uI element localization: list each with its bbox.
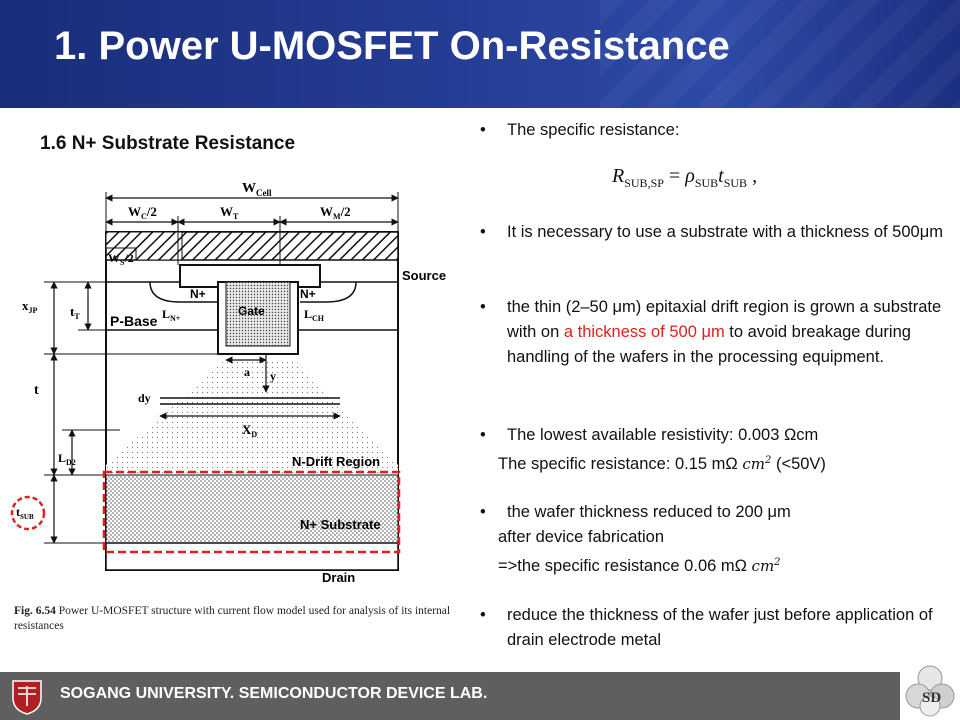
lab-logo-icon: SD	[905, 665, 955, 717]
bullet-dot: •	[480, 121, 486, 139]
substrate-highlight-box	[102, 470, 401, 554]
bullet-dot: •	[480, 503, 486, 521]
tsub-highlight-circle	[10, 495, 46, 531]
wt-label: WT	[220, 204, 239, 221]
after-fabrication-line: after device fabrication	[498, 528, 665, 546]
ln-plus-label: LN+	[162, 307, 181, 323]
gate-label: Gate	[238, 304, 265, 318]
n-substrate-label: N+ Substrate	[300, 517, 381, 532]
dy-label: dy	[138, 391, 151, 405]
bullet-text: the wafer thickness reduced to 200 μm	[507, 503, 791, 521]
highlight-text: a thickness of 500 μm	[563, 323, 725, 341]
bullet-text: The lowest available resistivity: 0.003 …	[507, 426, 819, 444]
n-substrate-region	[105, 474, 399, 544]
tt-label: tT	[70, 304, 80, 321]
lab-logo-text: SD	[922, 690, 941, 706]
t-label: t	[34, 383, 39, 398]
title-bar-pattern	[600, 0, 960, 108]
unit-cm2: cm2	[742, 455, 772, 473]
source-metal-step	[105, 231, 183, 261]
tsub-label: tSUB	[16, 505, 34, 521]
footer-lab-name: SOGANG UNIVERSITY. SEMICONDUCTOR DEVICE …	[60, 685, 488, 702]
figure-caption: Fig. 6.54 Power U-MOSFET structure with …	[14, 604, 464, 634]
ld2-label: LD2	[58, 451, 76, 467]
p-base-label: P-Base	[110, 313, 158, 329]
substrate-resistance-equation: RSUB,SP = ρSUBtSUB ,	[612, 165, 758, 190]
wc-half-label: WC/2	[128, 204, 157, 221]
y-label: y	[270, 369, 276, 383]
ws-half-label: WS/2	[108, 251, 134, 267]
drain-metal	[105, 542, 399, 571]
a-label: a	[244, 365, 250, 379]
bullet-dot: •	[480, 426, 486, 444]
n-plus-left-label: N+	[190, 287, 206, 301]
unit-cm2: cm2	[751, 557, 781, 575]
university-crest-icon	[12, 680, 42, 715]
umosfet-structure-figure: WCell WC/2 WT WM/2 WS/2 Source N+ N+ Gat…	[10, 181, 446, 585]
bullet-text: the thin (2–50 μm) epitaxial drift regio…	[507, 298, 942, 366]
slide-title: 1. Power U-MOSFET On-Resistance	[54, 24, 730, 68]
bullet-text: reduce the thickness of the wafer just b…	[507, 606, 933, 649]
gate-poly	[225, 281, 291, 347]
xjp-label: xJP	[22, 298, 38, 315]
source-label: Source	[402, 268, 446, 283]
bullet-dot: •	[480, 606, 486, 624]
figure-caption-text: Power U-MOSFET structure with current fl…	[14, 605, 451, 632]
section-heading: 1.6 N+ Substrate Resistance	[40, 133, 296, 154]
drain-label: Drain	[322, 570, 355, 585]
figure-caption-number: Fig. 6.54	[14, 605, 56, 617]
wm-half-label: WM/2	[320, 204, 351, 221]
footer-bar	[0, 672, 900, 720]
n-drift-label: N-Drift Region	[292, 454, 380, 469]
specific-resistance-line: The specific resistance: 0.15 mΩ cm2 (<5…	[498, 455, 826, 473]
title-bar	[0, 0, 960, 108]
lch-label: LCH	[304, 307, 325, 323]
bullet-text: The specific resistance:	[507, 121, 680, 139]
n-plus-right-label: N+	[300, 287, 316, 301]
w-cell-label: WCell	[242, 181, 272, 198]
bullet-text: It is necessary to use a substrate with …	[507, 223, 943, 241]
bullet-dot: •	[480, 298, 486, 316]
reduced-resistance-line: =>the specific resistance 0.06 mΩ cm2	[498, 557, 781, 575]
bullet-dot: •	[480, 223, 486, 241]
xd-label: XD	[242, 422, 257, 439]
